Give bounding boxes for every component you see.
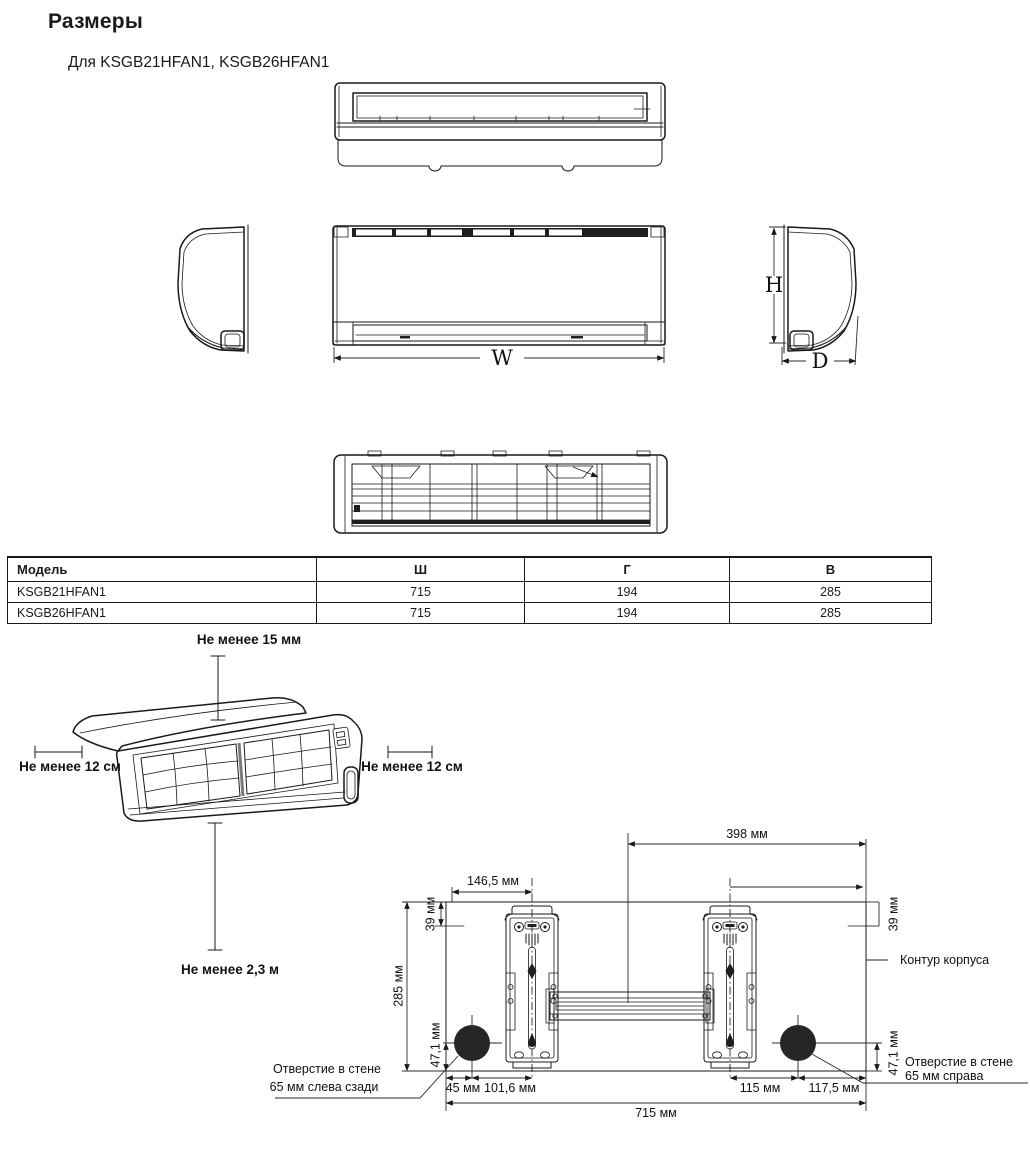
dimension-115-117-5: 115 мм 117,5 мм (729, 1071, 867, 1111)
dimension-146-5-label: 146,5 мм (467, 874, 519, 888)
col-header-width: Ш (316, 556, 525, 582)
dimension-39-right: 39 мм (866, 897, 900, 932)
height-dimension: H (765, 226, 786, 344)
wall-hole-right-callout: Отверстие в стене 65 мм справа (809, 1052, 1028, 1084)
cell-height: 285 (729, 602, 932, 624)
clearance-top-dimension (210, 655, 226, 721)
dimension-39-right-label: 39 мм (886, 897, 900, 932)
side-handle (343, 766, 359, 804)
col-header-height: В (729, 556, 932, 582)
body-outline-label: Контур корпуса (900, 953, 989, 967)
dimension-285-label: 285 мм (391, 965, 405, 1007)
dimension-117-5-label: 117,5 мм (808, 1081, 859, 1095)
wall-hole-right (772, 1015, 882, 1078)
dimension-398: 398 мм (627, 827, 867, 902)
table-header-row: Модель Ш Г В (7, 556, 932, 582)
table-row: KSGB21HFAN1 715 194 285 (7, 581, 932, 603)
depth-dimension-label: D (812, 349, 829, 373)
side-view-right (783, 224, 857, 354)
unit-body-outline (445, 901, 867, 1072)
model-subtitle: Для KSGB21HFAN1, KSGB26HFAN1 (68, 54, 330, 71)
width-dimension-label: W (491, 346, 513, 370)
page-title: Размеры (48, 10, 143, 33)
bottom-view-louvers (351, 463, 651, 521)
dimension-101-6-label: 101,6 мм (484, 1081, 536, 1095)
front-inlet-slats (356, 229, 582, 236)
clearance-left-label: Не менее 12 см (19, 759, 121, 774)
wall-hole-left-label-2: 65 мм слева сзади (270, 1080, 379, 1094)
technical-views-drawing: W H D (177, 82, 859, 534)
filter-ribs (142, 734, 333, 806)
body-outline-callout: Контур корпуса (866, 953, 989, 967)
clearance-bottom-dimension (207, 822, 223, 951)
clearance-top-label: Не менее 15 мм (197, 632, 301, 647)
dimension-285: 285 мм (391, 901, 446, 1072)
col-header-depth: Г (524, 556, 730, 582)
dimension-398-label: 398 мм (726, 827, 768, 841)
dimension-146-5: 146,5 мм (451, 874, 533, 902)
cell-model: KSGB21HFAN1 (7, 581, 317, 603)
cell-depth: 194 (524, 602, 730, 624)
top-view (334, 82, 666, 172)
col-header-model: Модель (7, 556, 317, 582)
wall-hole-left-label-1: Отверстие в стене (273, 1062, 381, 1076)
wall-hole-right-label-1: Отверстие в стене (905, 1055, 1013, 1069)
cell-width: 715 (316, 581, 525, 603)
mounting-bar (545, 988, 715, 1024)
front-view (332, 225, 666, 346)
cell-model: KSGB26HFAN1 (7, 602, 317, 624)
depth-dimension: D (781, 315, 859, 373)
mounting-plate-diagram: 398 мм 146,5 мм 39 мм 39 мм 285 мм 47,1 … (270, 827, 1028, 1120)
wall-hole-right-label-2: 65 мм справа (905, 1069, 983, 1083)
installation-clearance-figure: Не менее 15 мм Не менее 12 см Не менее 1… (19, 632, 463, 977)
top-view-vent-ticks (379, 115, 600, 122)
dimension-45-101-6: 45 мм 101,6 мм (445, 1071, 536, 1111)
table-row: KSGB26HFAN1 715 194 285 (7, 602, 932, 624)
dimensions-table: Модель Ш Г В KSGB21HFAN1 715 194 285 KSG… (7, 556, 932, 624)
clearance-right-dimension (387, 745, 433, 759)
bottom-view-clips (367, 450, 651, 457)
dimension-39-left: 39 мм (423, 897, 446, 932)
dimension-45-label: 45 мм (446, 1081, 481, 1095)
cell-depth: 194 (524, 581, 730, 603)
dimension-47-1-left-label: 47,1 мм (428, 1023, 442, 1068)
wall-hole-left (443, 1015, 502, 1078)
width-dimension: W (333, 346, 665, 370)
dimension-715-label: 715 мм (635, 1106, 677, 1120)
clearance-left-dimension (34, 745, 83, 759)
side-view-left (177, 224, 249, 354)
clearance-right-label: Не менее 12 см (361, 759, 463, 774)
filter-panel-left (140, 743, 241, 810)
cell-height: 285 (729, 581, 932, 603)
height-dimension-label: H (765, 273, 783, 297)
dimension-115-label: 115 мм (740, 1081, 781, 1095)
dimension-39-left-label: 39 мм (423, 897, 437, 932)
display-box (332, 726, 351, 750)
filter-panel-right (243, 729, 333, 795)
indoor-unit-perspective (72, 696, 363, 822)
wall-hole-left-callout: Отверстие в стене 65 мм слева сзади (270, 1055, 459, 1099)
bottom-view (333, 450, 668, 534)
dimension-47-1-right: 47,1 мм (866, 1031, 900, 1076)
dimension-715: 715 мм (445, 1100, 867, 1120)
clearance-bottom-label: Не менее 2,3 м (181, 962, 279, 977)
cell-width: 715 (316, 602, 525, 624)
dimension-47-1-left: 47,1 мм (428, 1023, 449, 1072)
dimension-47-1-right-label: 47,1 мм (886, 1031, 900, 1076)
